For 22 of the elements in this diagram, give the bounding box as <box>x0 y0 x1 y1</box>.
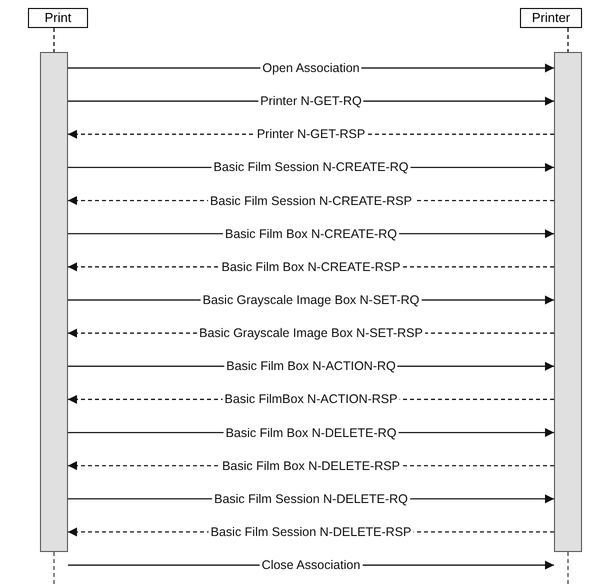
edge-label: Close Association <box>260 558 362 572</box>
activation-bar <box>40 52 68 552</box>
lifeline <box>53 28 55 52</box>
edge-label: Basic Film Box N-CREATE-RSP <box>220 260 402 274</box>
edge-label: Basic Film Session N-DELETE-RSP <box>208 524 414 539</box>
edge-label: Basic Film Box N-DELETE-RSP <box>220 458 402 473</box>
edge-label: Printer N-GET-RSP <box>254 127 368 142</box>
edge-label: Basic Grayscale Image Box N-SET-RSP <box>197 326 425 340</box>
edge-label: Basic FilmBox N-ACTION-RSP <box>222 392 400 406</box>
edge-label: Basic Film Box N-ACTION-RQ <box>224 359 398 374</box>
edge-label: Printer N-GET-RQ <box>258 94 364 108</box>
participant-box: Printer <box>520 8 582 28</box>
edge-label: Basic Film Session N-DELETE-RQ <box>212 492 410 506</box>
edge-label: Basic Grayscale Image Box N-SET-RQ <box>200 292 422 307</box>
edge-label: Basic Film Box N-DELETE-RQ <box>224 426 398 440</box>
edge-label: Basic Film Session N-CREATE-RQ <box>212 160 410 174</box>
lifeline <box>567 28 569 52</box>
edge-label: Basic Film Box N-CREATE-RQ <box>223 226 399 241</box>
participant-box: Print <box>28 8 88 28</box>
edge-label: Open Association <box>260 61 362 75</box>
activation-bar <box>554 52 582 552</box>
edge-label: Basic Film Session N-CREATE-RSP <box>208 194 414 208</box>
